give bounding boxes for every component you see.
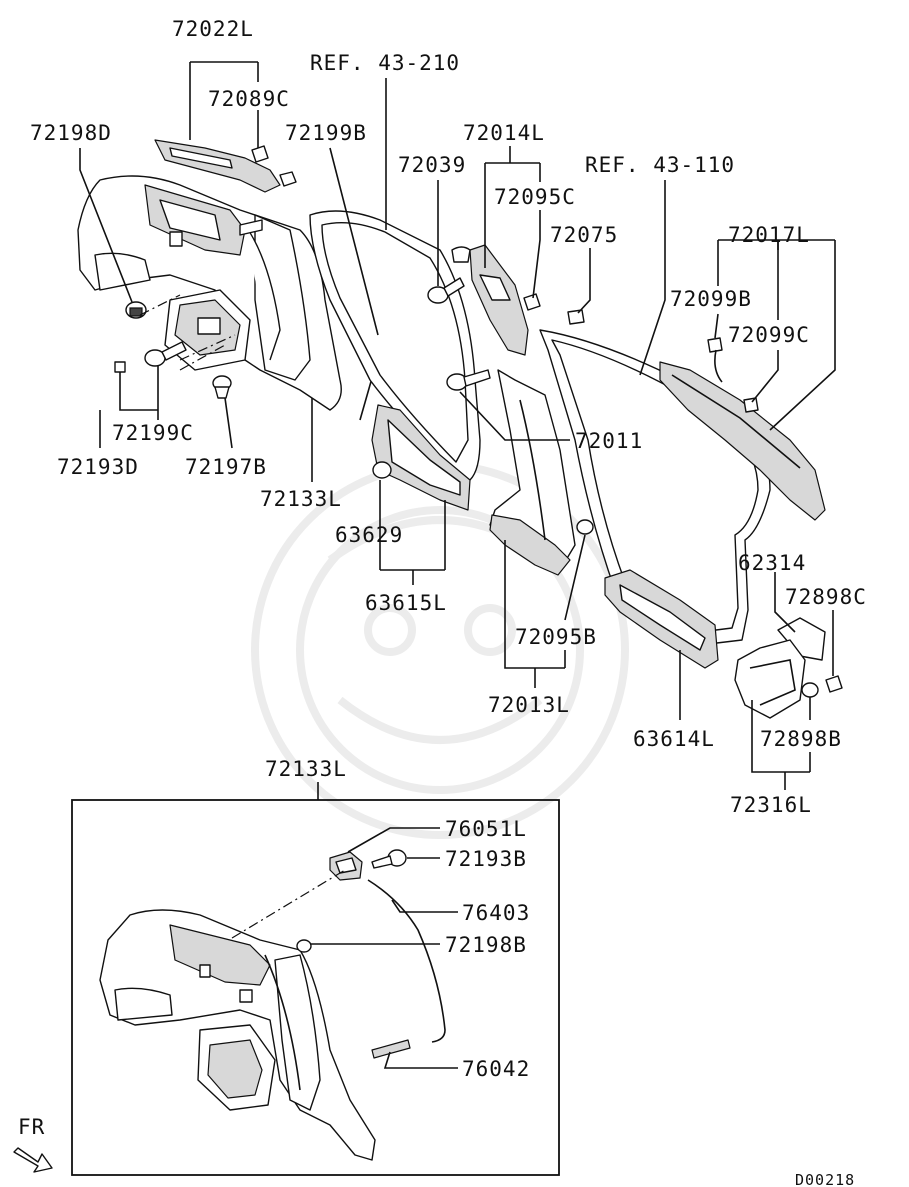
label-72075: 72075 (550, 223, 618, 247)
spring-76042 (371, 1039, 411, 1059)
screw-72193B (371, 849, 407, 869)
label-72133L-top: 72133L (260, 487, 342, 511)
clip-72095B (576, 519, 594, 535)
clip-72089C (251, 145, 269, 163)
clip-72898B (801, 682, 819, 698)
label-72193B: 72193B (445, 847, 527, 871)
label-76051L: 76051L (445, 817, 527, 841)
label-76042: 76042 (462, 1057, 530, 1081)
label-72011: 72011 (575, 429, 643, 453)
leader-lines-detail (310, 827, 458, 1069)
label-72198B: 72198B (445, 933, 527, 957)
label-62314: 62314 (738, 551, 806, 575)
trim-piece-72022L (154, 139, 297, 193)
detail-box (71, 799, 560, 1176)
dash-line-b (179, 344, 226, 371)
label-72898B: 72898B (760, 727, 842, 751)
label-72198D: 72198D (30, 121, 112, 145)
panel-72316L (734, 639, 806, 719)
label-72199B: 72199B (285, 121, 367, 145)
label-76403: 76403 (462, 901, 530, 925)
label-72099C: 72099C (728, 323, 810, 347)
label-72017L: 72017L (728, 223, 810, 247)
cable-76403 (367, 879, 446, 1043)
clip-72075 (567, 309, 585, 325)
label-72013L: 72013L (488, 693, 570, 717)
label-72197B: 72197B (185, 455, 267, 479)
clip-72198B (296, 939, 312, 953)
screw-72011 (446, 369, 491, 391)
clip-72198D (125, 301, 147, 319)
dash-line-a (139, 294, 181, 316)
label-63615L: 63615L (365, 591, 447, 615)
label-ref43210: REF. 43-210 (310, 51, 460, 75)
quarter-trim-panel-upper (77, 175, 342, 411)
label-72095C: 72095C (494, 185, 576, 209)
label-fr: FR (18, 1115, 45, 1139)
screw-72193D (114, 361, 126, 390)
label-72095B: 72095B (515, 625, 597, 649)
handle-76051L (329, 851, 363, 881)
label-72898C: 72898C (785, 585, 867, 609)
part-number-labels: 72022L REF. 43-210 72089C 72198D 72199B … (18, 17, 867, 1187)
clip-63629 (372, 461, 392, 479)
clip-72095C (523, 293, 541, 311)
label-ref43110: REF. 43-110 (585, 153, 735, 177)
scuff-plate-63614L (604, 569, 719, 669)
diagram-code: D00218 (795, 1171, 855, 1187)
label-72099B: 72099B (670, 287, 752, 311)
clip-72099C (743, 397, 759, 413)
lower-pillar-72013L (489, 369, 576, 576)
label-63629: 63629 (335, 523, 403, 547)
label-72193D: 72193D (57, 455, 139, 479)
bolt-72199C (144, 341, 187, 367)
leader-lines-upper (79, 61, 836, 790)
label-72199C: 72199C (112, 421, 194, 445)
dash-line-detail (231, 869, 346, 939)
label-72014L: 72014L (463, 121, 545, 145)
step-trim-63615L (371, 404, 471, 511)
quarter-trim-panel-detail (99, 909, 376, 1161)
label-72039: 72039 (398, 153, 466, 177)
label-63614L: 63614L (633, 727, 715, 751)
label-72089C: 72089C (208, 87, 290, 111)
label-72133L-box: 72133L (265, 757, 347, 781)
front-direction-arrow (13, 1147, 53, 1173)
pillar-trim-72014L (451, 244, 529, 356)
label-72022L: 72022L (172, 17, 254, 41)
label-72316L: 72316L (730, 793, 812, 817)
bolt-72039 (427, 277, 465, 304)
clip-72099B (707, 337, 723, 383)
clip-72898C (825, 675, 843, 693)
rear-trim-72017L (659, 361, 826, 521)
fastener-72197B (212, 375, 232, 399)
